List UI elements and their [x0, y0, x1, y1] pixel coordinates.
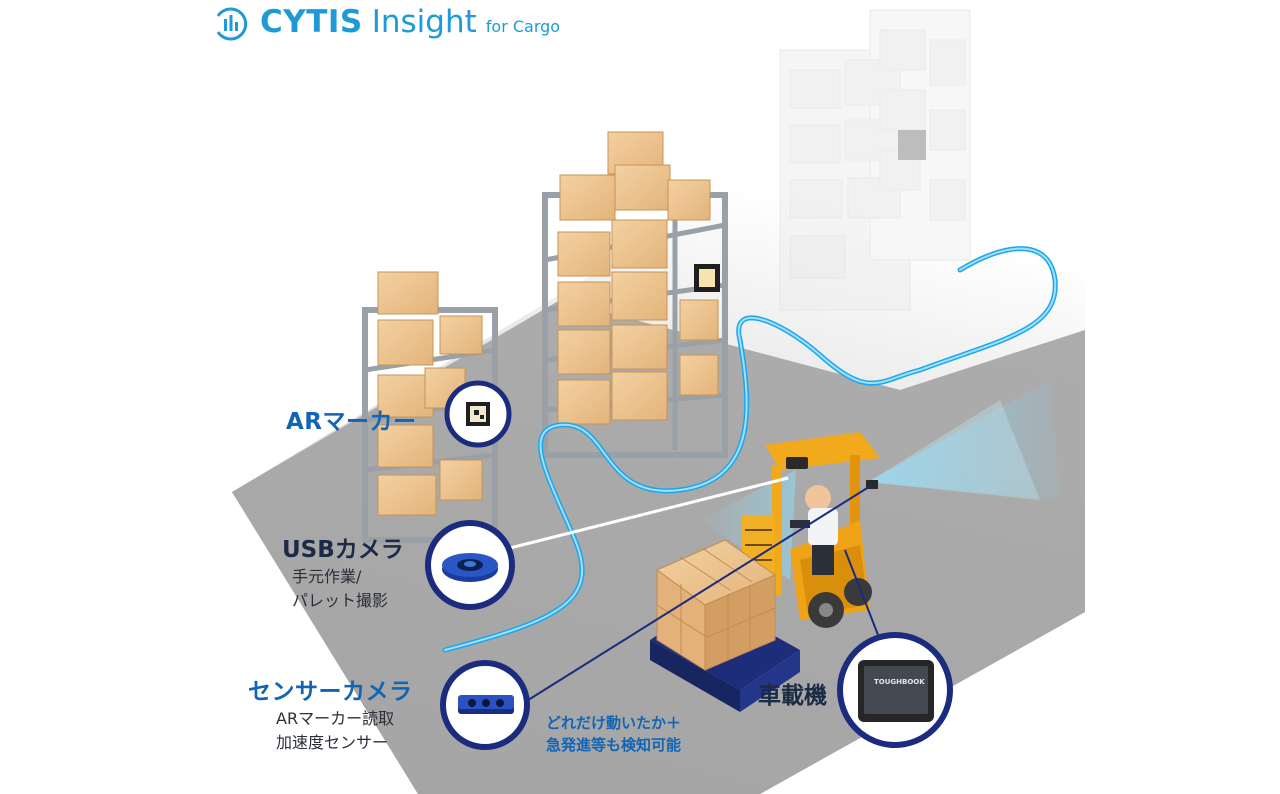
vehicle-device-label: 車載機: [758, 683, 827, 709]
motion-note-2: 急発進等も検知可能: [546, 736, 682, 754]
tablet-brand: TOUGHBOOK: [874, 678, 925, 686]
sensor-camera-circle: [440, 660, 530, 750]
sensor-camera-label: センサーカメラ: [248, 679, 413, 705]
usb-camera-circle: [425, 520, 515, 610]
ar-marker-circle: [444, 380, 512, 448]
sensor-camera-desc-2: 加速度センサー: [276, 733, 389, 752]
logo-icon: [216, 7, 248, 41]
middle-shelf: [542, 131, 728, 458]
usb-camera-desc-2: パレット撮影: [292, 591, 389, 610]
vehicle-device-circle: [837, 632, 953, 748]
usb-camera-connector: [509, 476, 789, 550]
vehicle-connector: [844, 549, 881, 641]
logo-subtitle: for Cargo: [485, 17, 561, 36]
cytis-insight-logo: CYTIS Insight for Cargo: [212, 4, 560, 44]
sensor-camera-connector: [524, 484, 873, 703]
sensor-beam: [868, 380, 1060, 500]
left-shelf: [362, 271, 498, 543]
pallet-load: [650, 539, 800, 712]
usb-camera-label: USBカメラ: [282, 537, 404, 563]
sensor-camera-desc-1: ARマーカー読取: [276, 709, 395, 728]
forklift: [742, 432, 880, 628]
logo-insight: Insight: [371, 4, 477, 40]
background-shelf: [779, 9, 971, 311]
motion-note-1: どれだけ動いたか＋: [546, 714, 682, 732]
usb-camera-desc-1: 手元作業/: [292, 567, 362, 586]
logo-title: CYTIS: [260, 4, 363, 40]
ar-marker-label: ARマーカー: [286, 409, 417, 435]
